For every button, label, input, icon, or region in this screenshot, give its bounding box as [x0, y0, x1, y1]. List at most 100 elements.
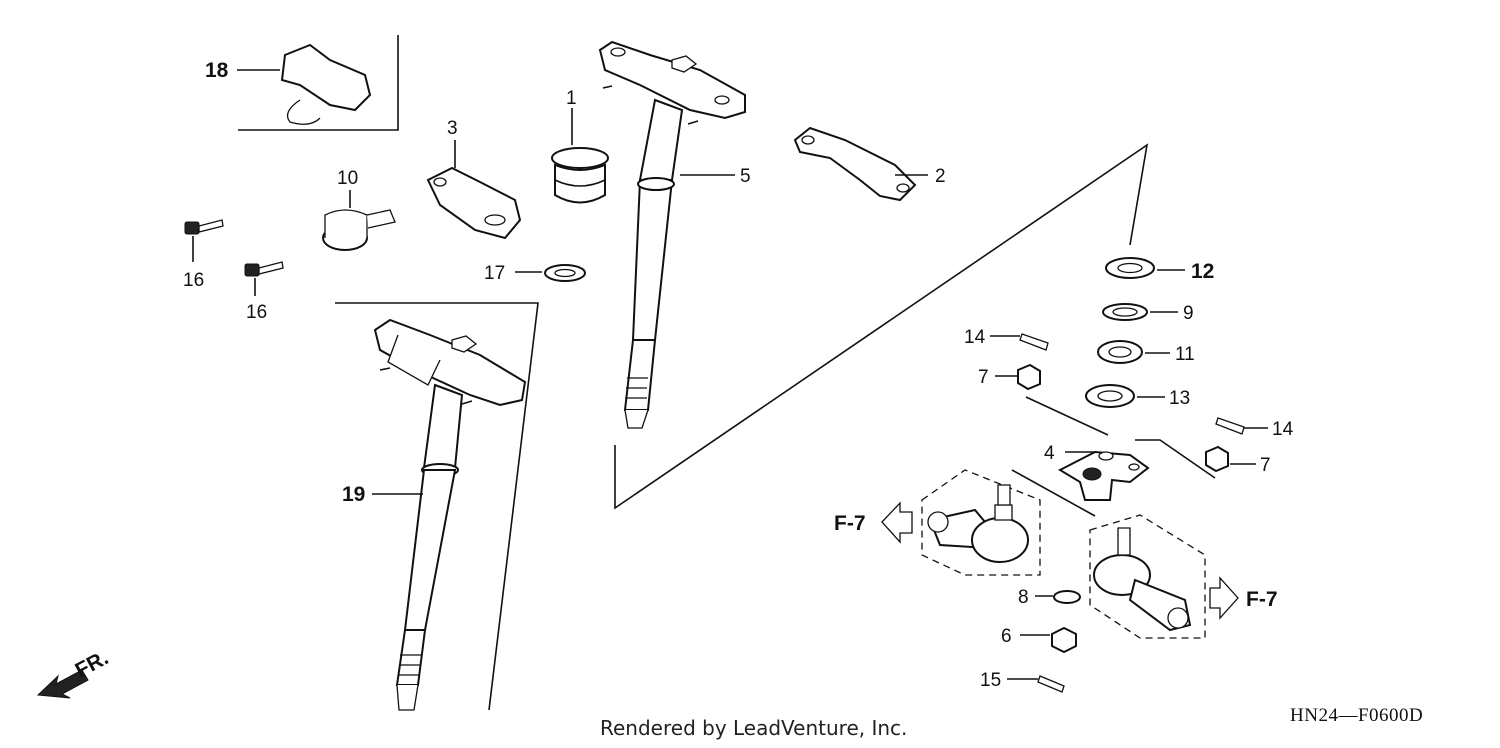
part-19-frame: [335, 302, 539, 711]
callout-10[interactable]: 10: [337, 168, 358, 189]
part-7a-group: [995, 363, 1109, 436]
callout-4[interactable]: 4: [1044, 443, 1055, 464]
tie-rod-right-group: [1089, 514, 1206, 639]
part-1-group: [551, 108, 609, 204]
bolt-16b-shank: [258, 261, 284, 275]
tie-rod-left-stud-base: [994, 504, 1013, 521]
callout-16b[interactable]: 16: [246, 302, 267, 323]
tie-rod-left-group: [921, 469, 1041, 576]
tie-rod-right-box: [1089, 514, 1206, 639]
ref-arrow-left[interactable]: F-7: [834, 501, 913, 544]
callout-9[interactable]: 9: [1183, 303, 1194, 324]
bolt-16a-shank: [198, 219, 224, 233]
part-14a-pin: [1019, 333, 1049, 351]
part-7a-nut: [1017, 363, 1041, 391]
part-19-tip: [395, 629, 427, 686]
ref-right-label: F-7: [1246, 588, 1278, 611]
part-5-splines: [625, 377, 648, 399]
part-8-washer: [1053, 590, 1081, 604]
part-18-frame: [238, 35, 399, 131]
callout-3[interactable]: 3: [447, 118, 458, 139]
part-17-hole: [554, 268, 576, 278]
callout-6[interactable]: 6: [1001, 626, 1012, 647]
part-6-group: [1020, 626, 1077, 654]
part-2-group: [793, 126, 928, 202]
callout-7b[interactable]: 7: [1260, 455, 1271, 476]
part-4-hole-b: [1128, 463, 1140, 471]
part-3-slot: [484, 214, 506, 226]
callout-2[interactable]: 2: [935, 166, 946, 187]
callout-12[interactable]: 12: [1191, 260, 1214, 283]
part-15-pin: [1037, 675, 1065, 693]
part-4-group: [1011, 450, 1150, 517]
callout-15[interactable]: 15: [980, 670, 1001, 691]
part-7b-nut: [1205, 445, 1229, 473]
part-3-hole: [433, 177, 447, 187]
tie-rod-left-box: [921, 469, 1041, 576]
callout-13[interactable]: 13: [1169, 388, 1190, 409]
callout-1[interactable]: 1: [566, 88, 577, 109]
arrow-left-icon: [881, 501, 913, 544]
part-10-clamp-body: [324, 209, 368, 238]
part-14b-pin: [1215, 417, 1245, 435]
part-7b-group: [1135, 439, 1256, 479]
part-9-group: [1102, 303, 1178, 321]
part-2-holder: [793, 126, 917, 202]
part-19-pin-a: [379, 367, 391, 371]
part-9-hole: [1112, 307, 1138, 317]
part-5-lower-shaft: [631, 179, 674, 341]
part-1-ridge: [554, 179, 606, 187]
part-19-wire: [387, 334, 441, 386]
callout-8[interactable]: 8: [1018, 587, 1029, 608]
part-8-group: [1035, 590, 1081, 604]
tie-rod-right-end: [1167, 607, 1189, 629]
part-5-hole-b: [714, 95, 730, 105]
part-5-hole-a: [610, 47, 626, 57]
part-4-link-left: [1011, 469, 1096, 517]
part-19-splines: [398, 654, 422, 676]
part-5-upper-shaft: [638, 98, 684, 181]
tie-rod-left-end: [927, 511, 949, 533]
part-14a-group: [990, 333, 1049, 351]
part-10-group: [322, 190, 396, 251]
part-19-upper-shaft: [422, 383, 464, 469]
callout-18[interactable]: 18: [205, 59, 229, 82]
part-17-group: [515, 264, 586, 282]
part-1-top: [551, 147, 609, 169]
callout-14b[interactable]: 14: [1272, 419, 1294, 440]
part-5-end: [624, 409, 649, 429]
part-5-collar: [637, 177, 675, 191]
part-5-tip: [623, 339, 657, 411]
part-12-group: [1105, 257, 1185, 279]
part-16b-group: [244, 261, 284, 296]
ref-left-label: F-7: [834, 512, 866, 535]
part-18-bracket: [280, 43, 372, 112]
tie-rod-left-ball: [971, 517, 1029, 563]
part-2-hole-a: [801, 135, 815, 145]
part-5-pin-b: [687, 120, 699, 125]
callout-7a[interactable]: 7: [978, 367, 989, 388]
part-4-hub: [1082, 467, 1102, 481]
callout-17[interactable]: 17: [484, 263, 505, 284]
front-direction: FR.: [36, 646, 112, 699]
callout-14a[interactable]: 14: [964, 327, 986, 348]
part-5-nut: [671, 55, 698, 73]
part-19-nut: [451, 335, 478, 353]
tie-rod-left-stud: [997, 484, 1011, 506]
callout-5[interactable]: 5: [740, 166, 751, 187]
footer-credit: Rendered by LeadVenture, Inc.: [600, 716, 908, 740]
ref-arrow-right[interactable]: F-7: [1209, 576, 1278, 620]
part-13-bore: [1097, 390, 1123, 402]
part-19-pin-b: [461, 400, 473, 405]
part-5-group: [598, 40, 746, 429]
arrow-right-icon: [1209, 576, 1239, 620]
callout-11[interactable]: 11: [1175, 344, 1195, 365]
callout-19[interactable]: 19: [342, 483, 365, 506]
diagram-code: HN24—F0600D: [1290, 705, 1424, 726]
callout-16a[interactable]: 16: [183, 270, 204, 291]
part-16a-group: [184, 219, 224, 262]
part-4-hole-a: [1098, 451, 1114, 461]
part-7b-link: [1135, 439, 1216, 479]
part-18-group: [237, 35, 399, 131]
